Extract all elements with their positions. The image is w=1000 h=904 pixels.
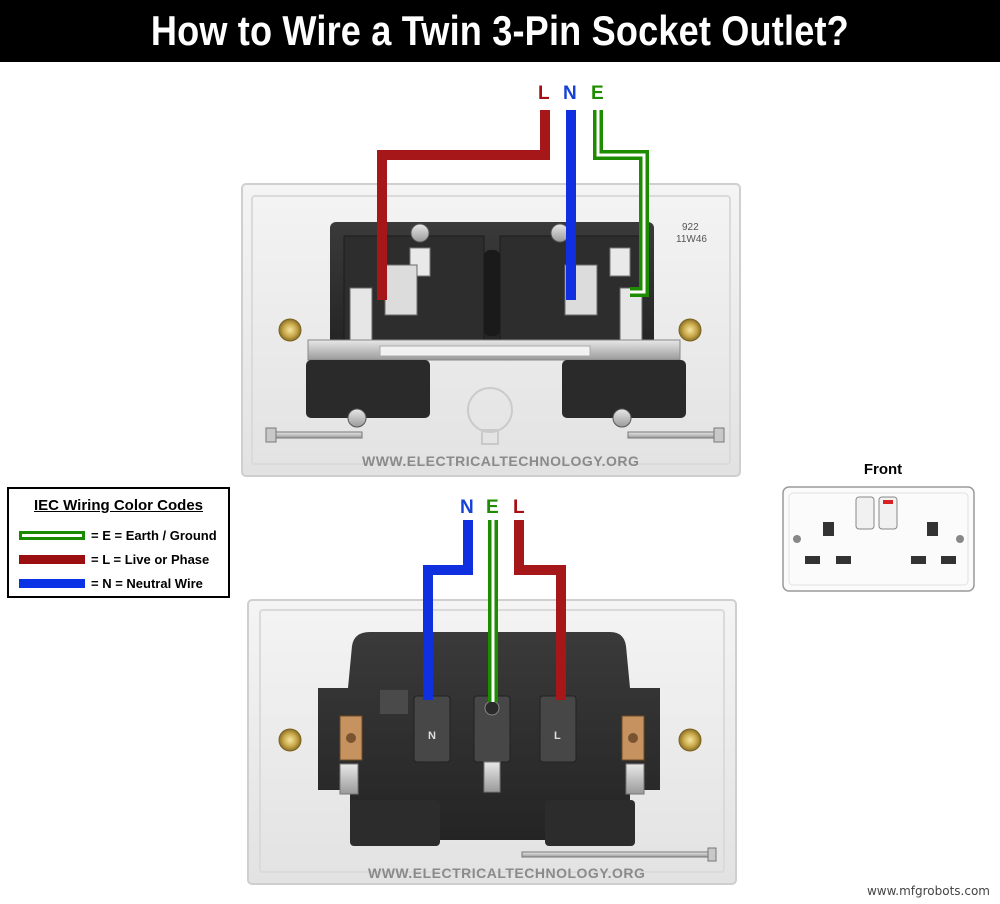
legend-row-neutral: = N = Neutral Wire [19, 575, 203, 591]
bottom-neutral-terminal [413, 695, 451, 763]
top-watermark: WWW.ELECTRICALTECHNOLOGY.ORG [362, 453, 639, 469]
top-right-lug [678, 318, 702, 342]
bottom-right-lug [678, 728, 702, 752]
legend-text-earth: = E = Earth / Ground [91, 527, 217, 543]
front-faceplate [782, 486, 975, 592]
title-bar: How to Wire a Twin 3-Pin Socket Outlet? [0, 0, 1000, 62]
top-part-number-1: 922 [682, 222, 699, 233]
bottom-neutral-wire [423, 520, 473, 700]
bottom-left-lug [278, 728, 302, 752]
bottom-label-earth: E [486, 497, 499, 518]
top-part-number-2: 11W46 [676, 234, 707, 245]
bottom-loose-screw [521, 847, 717, 862]
top-label-neutral: N [563, 83, 577, 104]
live-swatch [19, 554, 85, 564]
bottom-label-neutral: N [460, 497, 474, 518]
bottom-label-live: L [513, 497, 525, 518]
earth-swatch [19, 530, 85, 540]
legend-row-live: = L = Live or Phase [19, 551, 209, 567]
top-socket-back: 922 11W46 WWW.ELECTRICALTECHNOLOGY.ORG [241, 183, 741, 477]
neutral-swatch [19, 578, 85, 588]
front-switch-left [855, 496, 875, 530]
legend-text-live: = L = Live or Phase [91, 551, 210, 567]
front-socket [782, 486, 975, 592]
front-switch-right [878, 496, 898, 530]
bottom-watermark: WWW.ELECTRICALTECHNOLOGY.ORG [368, 865, 645, 881]
legend-title: IEC Wiring Color Codes [33, 497, 204, 514]
top-label-earth: E [591, 83, 604, 104]
top-wires [377, 110, 649, 300]
bottom-live-terminal [539, 695, 577, 763]
color-code-legend: IEC Wiring Color Codes = E = Earth / Gro… [7, 487, 230, 598]
front-label: Front [863, 461, 903, 478]
top-loose-screws [265, 427, 725, 443]
site-watermark: www.mfgrobots.com [866, 884, 990, 898]
terminal-label-live: L [554, 730, 561, 742]
terminal-label-neutral: N [428, 730, 436, 742]
top-live-wire [377, 110, 550, 300]
bulb-watermark-icon [467, 387, 513, 445]
legend-row-earth: = E = Earth / Ground [19, 527, 217, 543]
bottom-socket-back: N L WWW.ELECTRICALTECHNOLOGY.ORG [247, 599, 737, 885]
bottom-live-wire [514, 520, 566, 700]
bottom-wires [423, 520, 566, 702]
page-title: How to Wire a Twin 3-Pin Socket Outlet? [150, 7, 850, 54]
legend-text-neutral: = N = Neutral Wire [91, 575, 203, 591]
top-label-live: L [538, 83, 550, 104]
top-left-lug [278, 318, 302, 342]
